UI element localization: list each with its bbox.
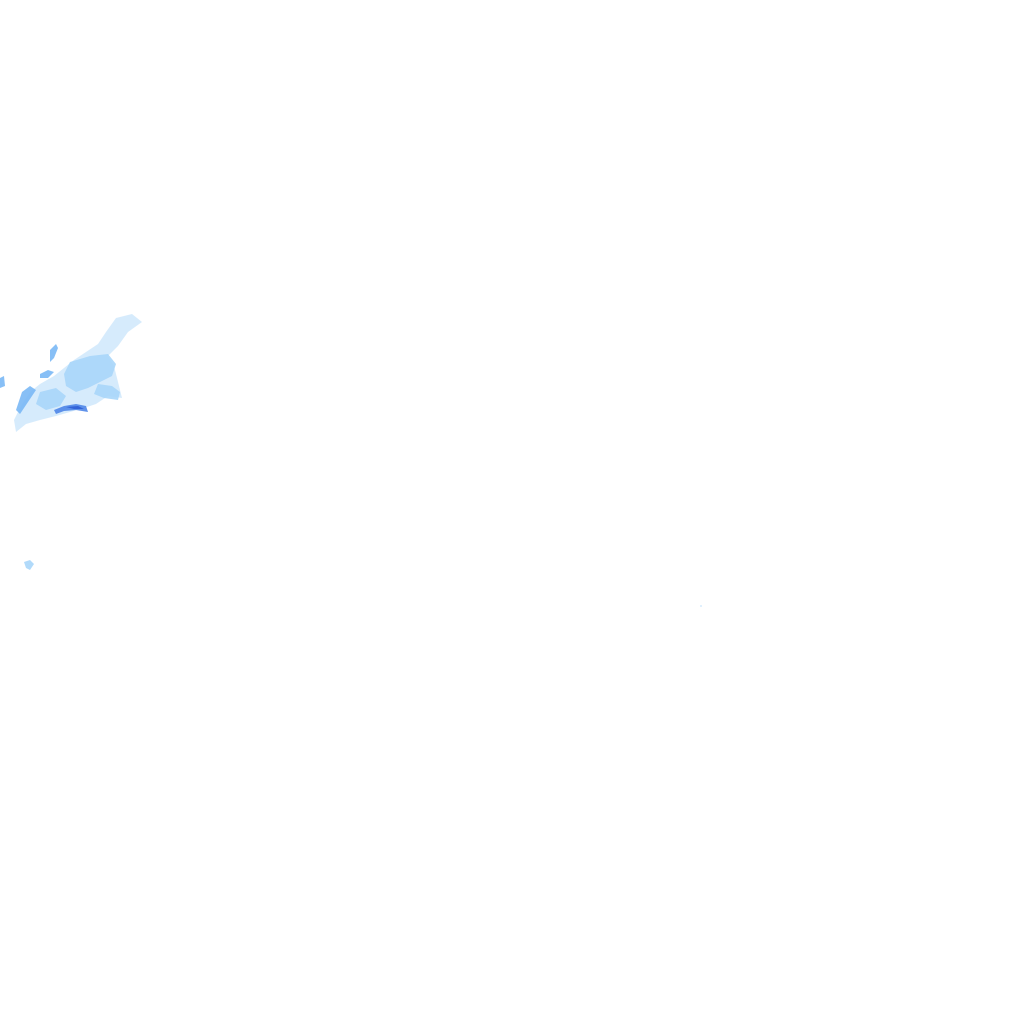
echo-band-north bbox=[50, 344, 58, 362]
echo-light-core bbox=[64, 354, 116, 392]
echo-small-cell bbox=[24, 560, 34, 570]
echo-band-mid bbox=[40, 370, 54, 378]
echo-speck bbox=[700, 605, 702, 607]
echo-speck-east bbox=[700, 605, 702, 607]
echo-strong-arc bbox=[54, 404, 88, 414]
echo-band-west bbox=[16, 386, 36, 414]
echo-band-edge bbox=[0, 376, 5, 388]
echo-cluster-southwest bbox=[24, 560, 34, 570]
echo-heavy-arc bbox=[66, 406, 84, 409]
echo-light-core-3 bbox=[36, 388, 66, 410]
echo-cluster-northwest bbox=[0, 314, 142, 432]
echo-light-core-2 bbox=[94, 384, 120, 400]
